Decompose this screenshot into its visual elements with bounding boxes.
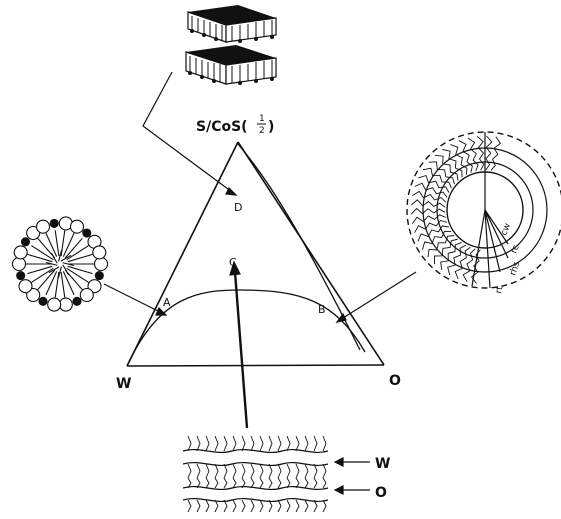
lamellar-boundary-curve [237, 143, 361, 351]
arrowhead-b [335, 312, 347, 323]
layer-label-w: W [375, 456, 390, 472]
apex-right-label: O [389, 373, 401, 389]
arrowhead-c [229, 260, 241, 276]
leader-micelle-to-a [103, 283, 161, 313]
ternary-triangle [126, 141, 385, 367]
apex-top-label: S/CoS( [196, 119, 248, 135]
apex-top-frac-num: 1 [259, 114, 265, 124]
droplet-cross-section [406, 131, 561, 289]
leader-droplet-to-b [342, 271, 417, 319]
apex-top-close: ) [268, 119, 274, 135]
radius-label-cw: cw [499, 222, 513, 237]
layer-label-o: O [375, 485, 387, 501]
leader-layers-to-c [233, 271, 249, 429]
binodal-curve [127, 289, 366, 365]
apex-top-frac-den: 2 [259, 126, 265, 136]
point-b-label: B [318, 303, 326, 316]
arrowhead-d [225, 186, 238, 196]
point-c-label: C [229, 256, 237, 269]
point-a-label: A [163, 296, 171, 309]
bicontinuous-layers-illustration [182, 435, 329, 513]
radius-label-rc: rc [509, 244, 521, 255]
micelle-illustration [11, 216, 109, 312]
arrowhead-a [155, 306, 168, 316]
point-d-label: D [234, 201, 242, 214]
leader-lamellar-to-d [142, 71, 233, 193]
radius-label-rt: rt [494, 285, 505, 295]
apex-left-label: W [116, 376, 131, 392]
lamellar-stack-illustration [185, 5, 277, 85]
radius-label-rhs: rhs [508, 260, 522, 277]
